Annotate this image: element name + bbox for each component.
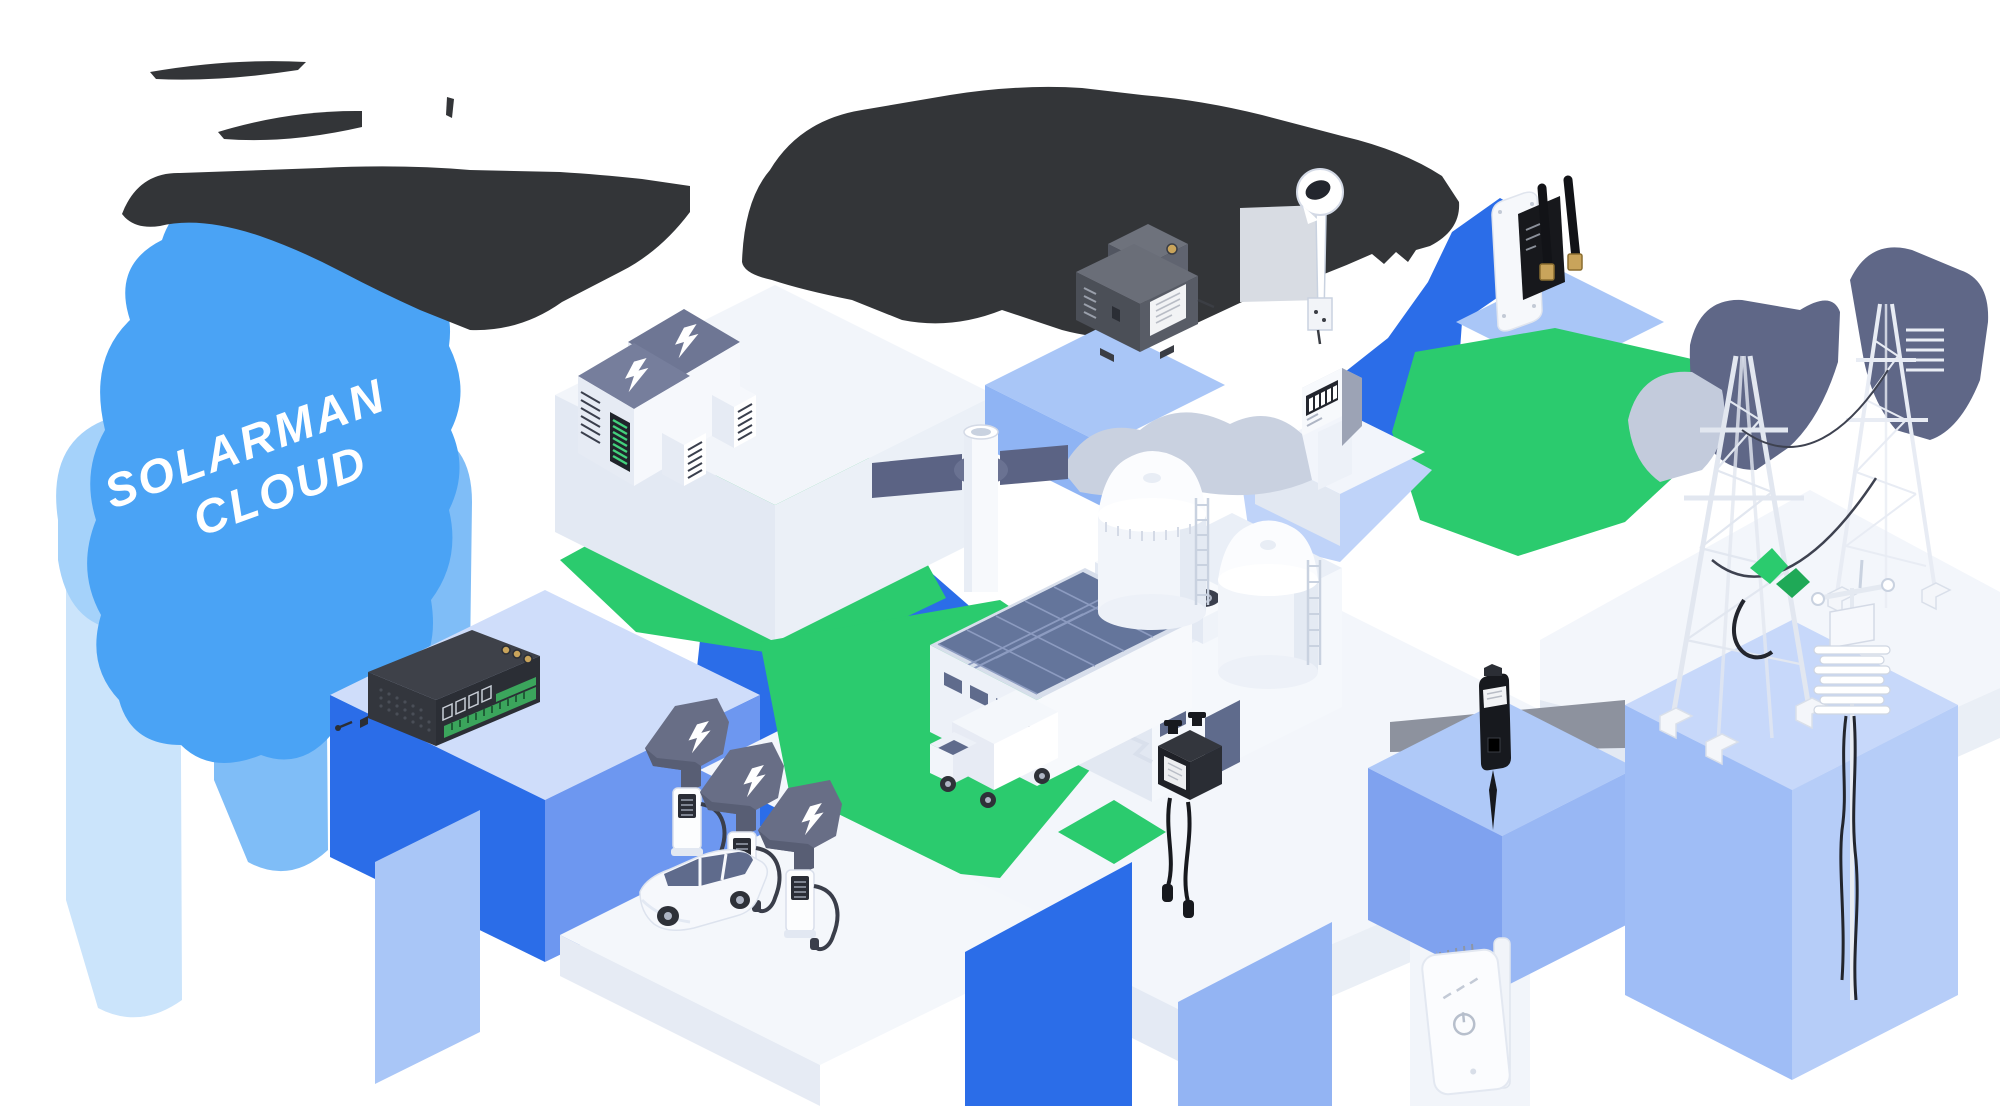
ink-tick [446,97,454,118]
stick-logger-rod [1489,770,1497,830]
tower-silhouette-1 [1689,299,1840,470]
router-terminal-strip-2 [496,677,536,702]
lte-antenna-1 [1537,183,1553,271]
router-top [368,630,540,700]
lte-sma-2 [1567,253,1583,271]
wallbox-indicators [1442,977,1479,1000]
probe-stick-logger [1296,168,1344,345]
storage-tank-1 [1098,451,1210,630]
din-antenna-connector [1166,243,1178,255]
weather-platform-left [1625,705,1792,1080]
platform-blue-column [965,862,1132,1106]
battery-storage [578,309,756,486]
platform-periwinkle-band [375,810,480,1084]
industrial-gateway-router [335,630,540,746]
stick-platform-left [1368,768,1502,988]
wallbox-panel [1421,948,1511,1096]
wallbox-charger [1421,937,1511,1096]
battery-vent-box-2 [662,421,706,486]
stick-platform-right [1502,768,1636,988]
ink-mass-left [122,166,690,331]
microinverter [1158,712,1222,918]
router-platform-left [330,695,545,962]
ink-streak-left [218,110,362,141]
pipe-right [1000,445,1068,485]
weather-cable-2 [1852,715,1859,1001]
ev-platform-front [560,935,820,1106]
weather-cable-1 [1839,715,1848,981]
router-ethernet-ports [442,684,492,722]
lte-datalogger [1491,175,1583,332]
ev-charging-area [639,698,842,950]
weather-antenna [1858,559,1864,589]
platform-green-arm-right [1392,328,1722,556]
router-terminal-strip [444,687,536,738]
stick-logger [1479,664,1511,830]
transmission-towers [1628,247,1989,766]
probe-lens [1305,180,1331,200]
router-antenna-connectors [501,645,533,664]
pipe-left [872,454,962,498]
platform-blue-arm-right [1312,198,1548,458]
radiation-shield-stack [1813,645,1891,715]
microinverter-cable-1 [1166,797,1173,887]
chimney [964,432,998,592]
battery-vent-box-1 [712,383,756,448]
din-label [1150,284,1186,336]
storage-tank-2 [1218,520,1322,689]
lattice-tower-1 [1669,355,1813,745]
ink-streak-top-left [150,61,306,80]
ev-car-windows [664,852,753,886]
lattice-tower-2 [1834,303,1938,608]
ev-car [639,849,769,931]
weather-platform-right [1792,705,1958,1080]
tower-bush [1750,548,1810,598]
box-truck [930,690,1058,808]
platform-periwinkle-column [1178,922,1332,1106]
power-line-1 [1711,477,1878,578]
din-rail-datalogger [1076,224,1215,362]
solarman-cloud: SOLARMAN CLOUD [56,179,472,1018]
microinverter-cable-2 [1183,801,1192,903]
weather-station [1731,559,1895,1001]
platform-green-small [1058,800,1166,864]
router-left [368,672,436,746]
power-line-2 [1741,369,1889,448]
probe-backdrop [1240,205,1322,302]
energy-meter [1302,368,1362,490]
tank-ladder [1194,498,1210,605]
tower-silhouette-2 [1850,247,1989,440]
din-led-indicators [1083,287,1097,319]
lte-sma-1 [1539,263,1555,281]
lte-antenna-2 [1563,175,1581,263]
solar-factory [872,412,1342,808]
cloud-body [87,179,461,763]
